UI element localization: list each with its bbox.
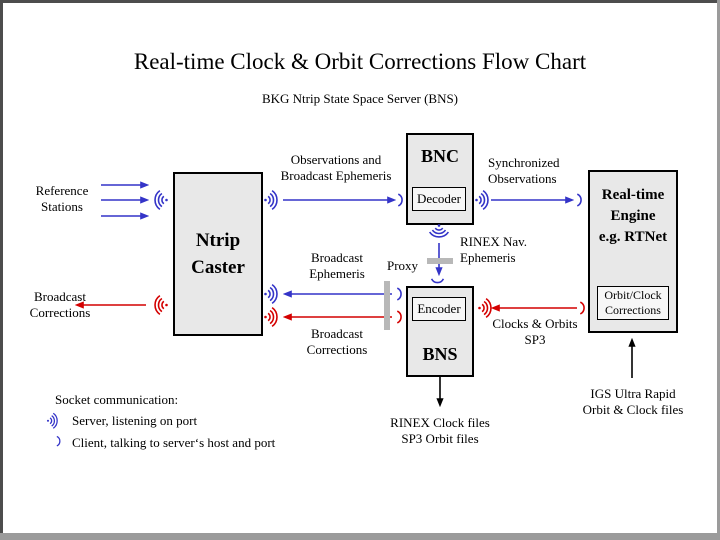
legend-heading: Socket communication: bbox=[55, 392, 179, 407]
broadcast-ephemeris-label: Broadcast Ephemeris bbox=[309, 250, 365, 281]
encoder-label: Encoder bbox=[417, 301, 461, 316]
rinex-clock-files-label: RINEX Clock files SP3 Orbit files bbox=[390, 415, 490, 446]
rinex-nav-ephemeris-label: RINEX Nav. Ephemeris bbox=[460, 234, 528, 265]
proxy-label: Proxy bbox=[387, 258, 419, 273]
server-socket-icon bbox=[263, 189, 281, 211]
page-subtitle: BKG Ntrip State Space Server (BNS) bbox=[261, 91, 459, 106]
ntrip-caster-box: Ntrip Caster bbox=[173, 172, 263, 336]
server-socket-icon bbox=[151, 294, 169, 316]
client-socket-icon bbox=[395, 308, 404, 326]
frame-border-left bbox=[0, 0, 3, 540]
legend-client-entry: Client, talking to server‘s host and por… bbox=[72, 435, 276, 450]
ntrip-caster-label: Ntrip Caster bbox=[191, 230, 245, 278]
broadcast-corrections-left-label: Broadcast Corrections bbox=[29, 289, 91, 320]
orbit-clock-corrections-box: Orbit/Clock Corrections bbox=[597, 286, 669, 320]
server-socket-icon bbox=[474, 189, 492, 211]
client-socket-icon bbox=[429, 277, 447, 286]
server-socket-icon bbox=[46, 412, 60, 430]
page-title: Real-time Clock & Orbit Corrections Flow… bbox=[133, 49, 587, 74]
bns-label: BNS bbox=[422, 344, 458, 364]
client-socket-icon bbox=[55, 434, 62, 448]
server-socket-icon bbox=[428, 223, 450, 241]
frame-border-right bbox=[717, 0, 720, 540]
reference-stations-label: Reference Stations bbox=[35, 183, 89, 214]
realtime-engine-label: Real-time Engine e.g. RTNet bbox=[598, 187, 668, 245]
encoder-box: Encoder bbox=[412, 297, 466, 321]
frame-border-top bbox=[0, 0, 720, 3]
frame-border-bottom bbox=[0, 533, 720, 540]
synchronized-observations-label: Synchronized Observations bbox=[488, 155, 560, 186]
broadcast-corrections-mid-label: Broadcast Corrections bbox=[306, 326, 368, 357]
server-socket-icon bbox=[477, 297, 495, 319]
client-socket-icon bbox=[396, 191, 405, 209]
server-socket-icon bbox=[263, 306, 281, 328]
bnc-label: BNC bbox=[420, 146, 459, 166]
legend-server-entry: Server, listening on port bbox=[72, 413, 198, 428]
server-socket-icon bbox=[263, 283, 281, 305]
client-socket-icon bbox=[575, 191, 584, 209]
orbit-clock-corrections-label: Orbit/Clock Corrections bbox=[604, 288, 662, 317]
igs-ultra-rapid-label: IGS Ultra Rapid Orbit & Clock files bbox=[582, 386, 684, 417]
observations-label: Observations and Broadcast Ephemeris bbox=[280, 152, 392, 183]
client-socket-icon bbox=[578, 299, 587, 317]
decoder-box: Decoder bbox=[412, 187, 466, 211]
bnc-box: BNC bbox=[406, 133, 474, 225]
decoder-label: Decoder bbox=[416, 191, 462, 206]
server-socket-icon bbox=[151, 189, 169, 211]
client-socket-icon bbox=[395, 285, 404, 303]
clocks-orbits-sp3-label: Clocks & Orbits SP3 bbox=[492, 316, 578, 347]
proxy-bar-vertical bbox=[384, 281, 390, 330]
